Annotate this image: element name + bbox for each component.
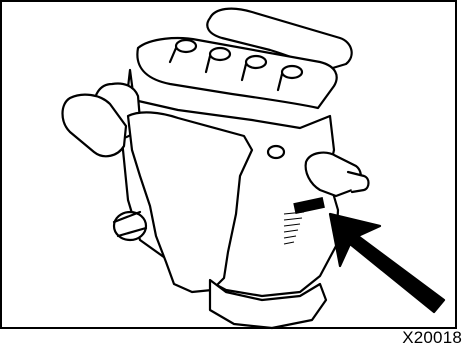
figure-code: X20018 bbox=[402, 328, 462, 348]
spark-plug-4 bbox=[282, 66, 302, 78]
dipstick-knob bbox=[268, 146, 284, 158]
pointer-arrow bbox=[330, 214, 444, 312]
spark-plug-1 bbox=[176, 40, 196, 52]
spark-plug-3 bbox=[246, 56, 266, 68]
spark-plug-2 bbox=[210, 48, 230, 60]
